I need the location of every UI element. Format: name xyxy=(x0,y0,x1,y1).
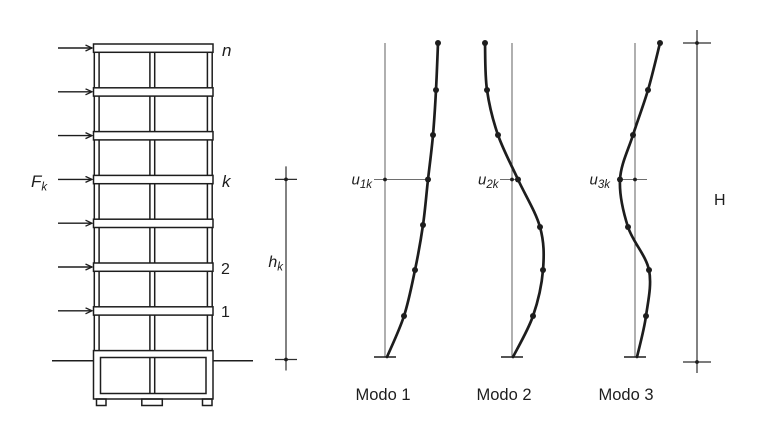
dim-label-hk: hk xyxy=(268,254,284,274)
floor-label-n: n xyxy=(222,41,231,60)
floor-slab xyxy=(92,43,214,54)
mode-point xyxy=(540,267,546,273)
force-label-Fk: Fk xyxy=(31,172,48,194)
mode-2-group xyxy=(482,40,546,359)
u-axis-dot xyxy=(633,177,637,182)
u2k-label: u2k xyxy=(478,172,500,192)
floor-slab xyxy=(92,130,214,141)
mode-3-caption: Modo 3 xyxy=(598,386,653,404)
mode-point xyxy=(530,313,536,319)
mode-point xyxy=(495,132,501,138)
floor-slab xyxy=(92,218,214,229)
lateral-force-arrows xyxy=(58,48,92,311)
mode-1-caption: Modo 1 xyxy=(355,386,410,404)
mode-point xyxy=(643,313,649,319)
mode-point xyxy=(645,87,651,93)
mode-curve xyxy=(618,41,662,359)
u3k-label: u3k xyxy=(590,172,612,192)
mode-point xyxy=(401,313,407,319)
mode-1-group xyxy=(374,40,441,359)
footing xyxy=(141,398,164,407)
mode-u-point xyxy=(515,176,521,183)
floor-label-2: 2 xyxy=(221,261,230,278)
basement-inner-wall xyxy=(99,356,207,395)
u-axis-dot xyxy=(510,177,514,182)
floor-slab xyxy=(92,87,214,97)
floor-slab xyxy=(92,174,214,185)
mode-shapes-layer xyxy=(374,40,663,359)
frame-slabs xyxy=(92,43,214,316)
dimension-H xyxy=(683,30,711,373)
mode-2-caption: Modo 2 xyxy=(476,386,531,404)
mode-point xyxy=(420,222,426,228)
floor-label-1: 1 xyxy=(221,304,230,321)
mode-u-point xyxy=(617,176,623,183)
dim-hk-tick-dot xyxy=(284,177,288,182)
dim-H-tick-dot xyxy=(695,360,699,364)
mode-point xyxy=(625,224,631,230)
floor-slab xyxy=(92,262,214,273)
floor-slab xyxy=(92,306,214,316)
dim-H-tick-dot xyxy=(695,41,699,45)
footing xyxy=(201,398,213,407)
u-axis-dot xyxy=(383,177,387,182)
mode-curve xyxy=(385,41,440,359)
mode-point xyxy=(430,132,436,138)
mode-3-group xyxy=(617,40,663,359)
mode-point xyxy=(646,267,652,273)
dim-hk-tick-dot xyxy=(284,357,288,362)
mode-point xyxy=(482,40,488,46)
floor-label-k: k xyxy=(222,172,232,191)
basement xyxy=(92,349,214,407)
mode-u-point xyxy=(425,176,431,183)
dim-label-H: H xyxy=(714,192,726,209)
mode-point xyxy=(412,267,418,273)
mode-point xyxy=(630,132,636,138)
mode-curve xyxy=(483,41,546,359)
building-frame xyxy=(52,43,253,407)
u1k-label: u1k xyxy=(352,172,374,192)
dimension-hk xyxy=(275,166,297,371)
mode-point xyxy=(657,40,663,46)
footing xyxy=(95,398,107,407)
mode-point xyxy=(484,87,490,93)
mode-point xyxy=(537,224,543,230)
mode-point xyxy=(435,40,441,46)
mode-point xyxy=(433,87,439,93)
